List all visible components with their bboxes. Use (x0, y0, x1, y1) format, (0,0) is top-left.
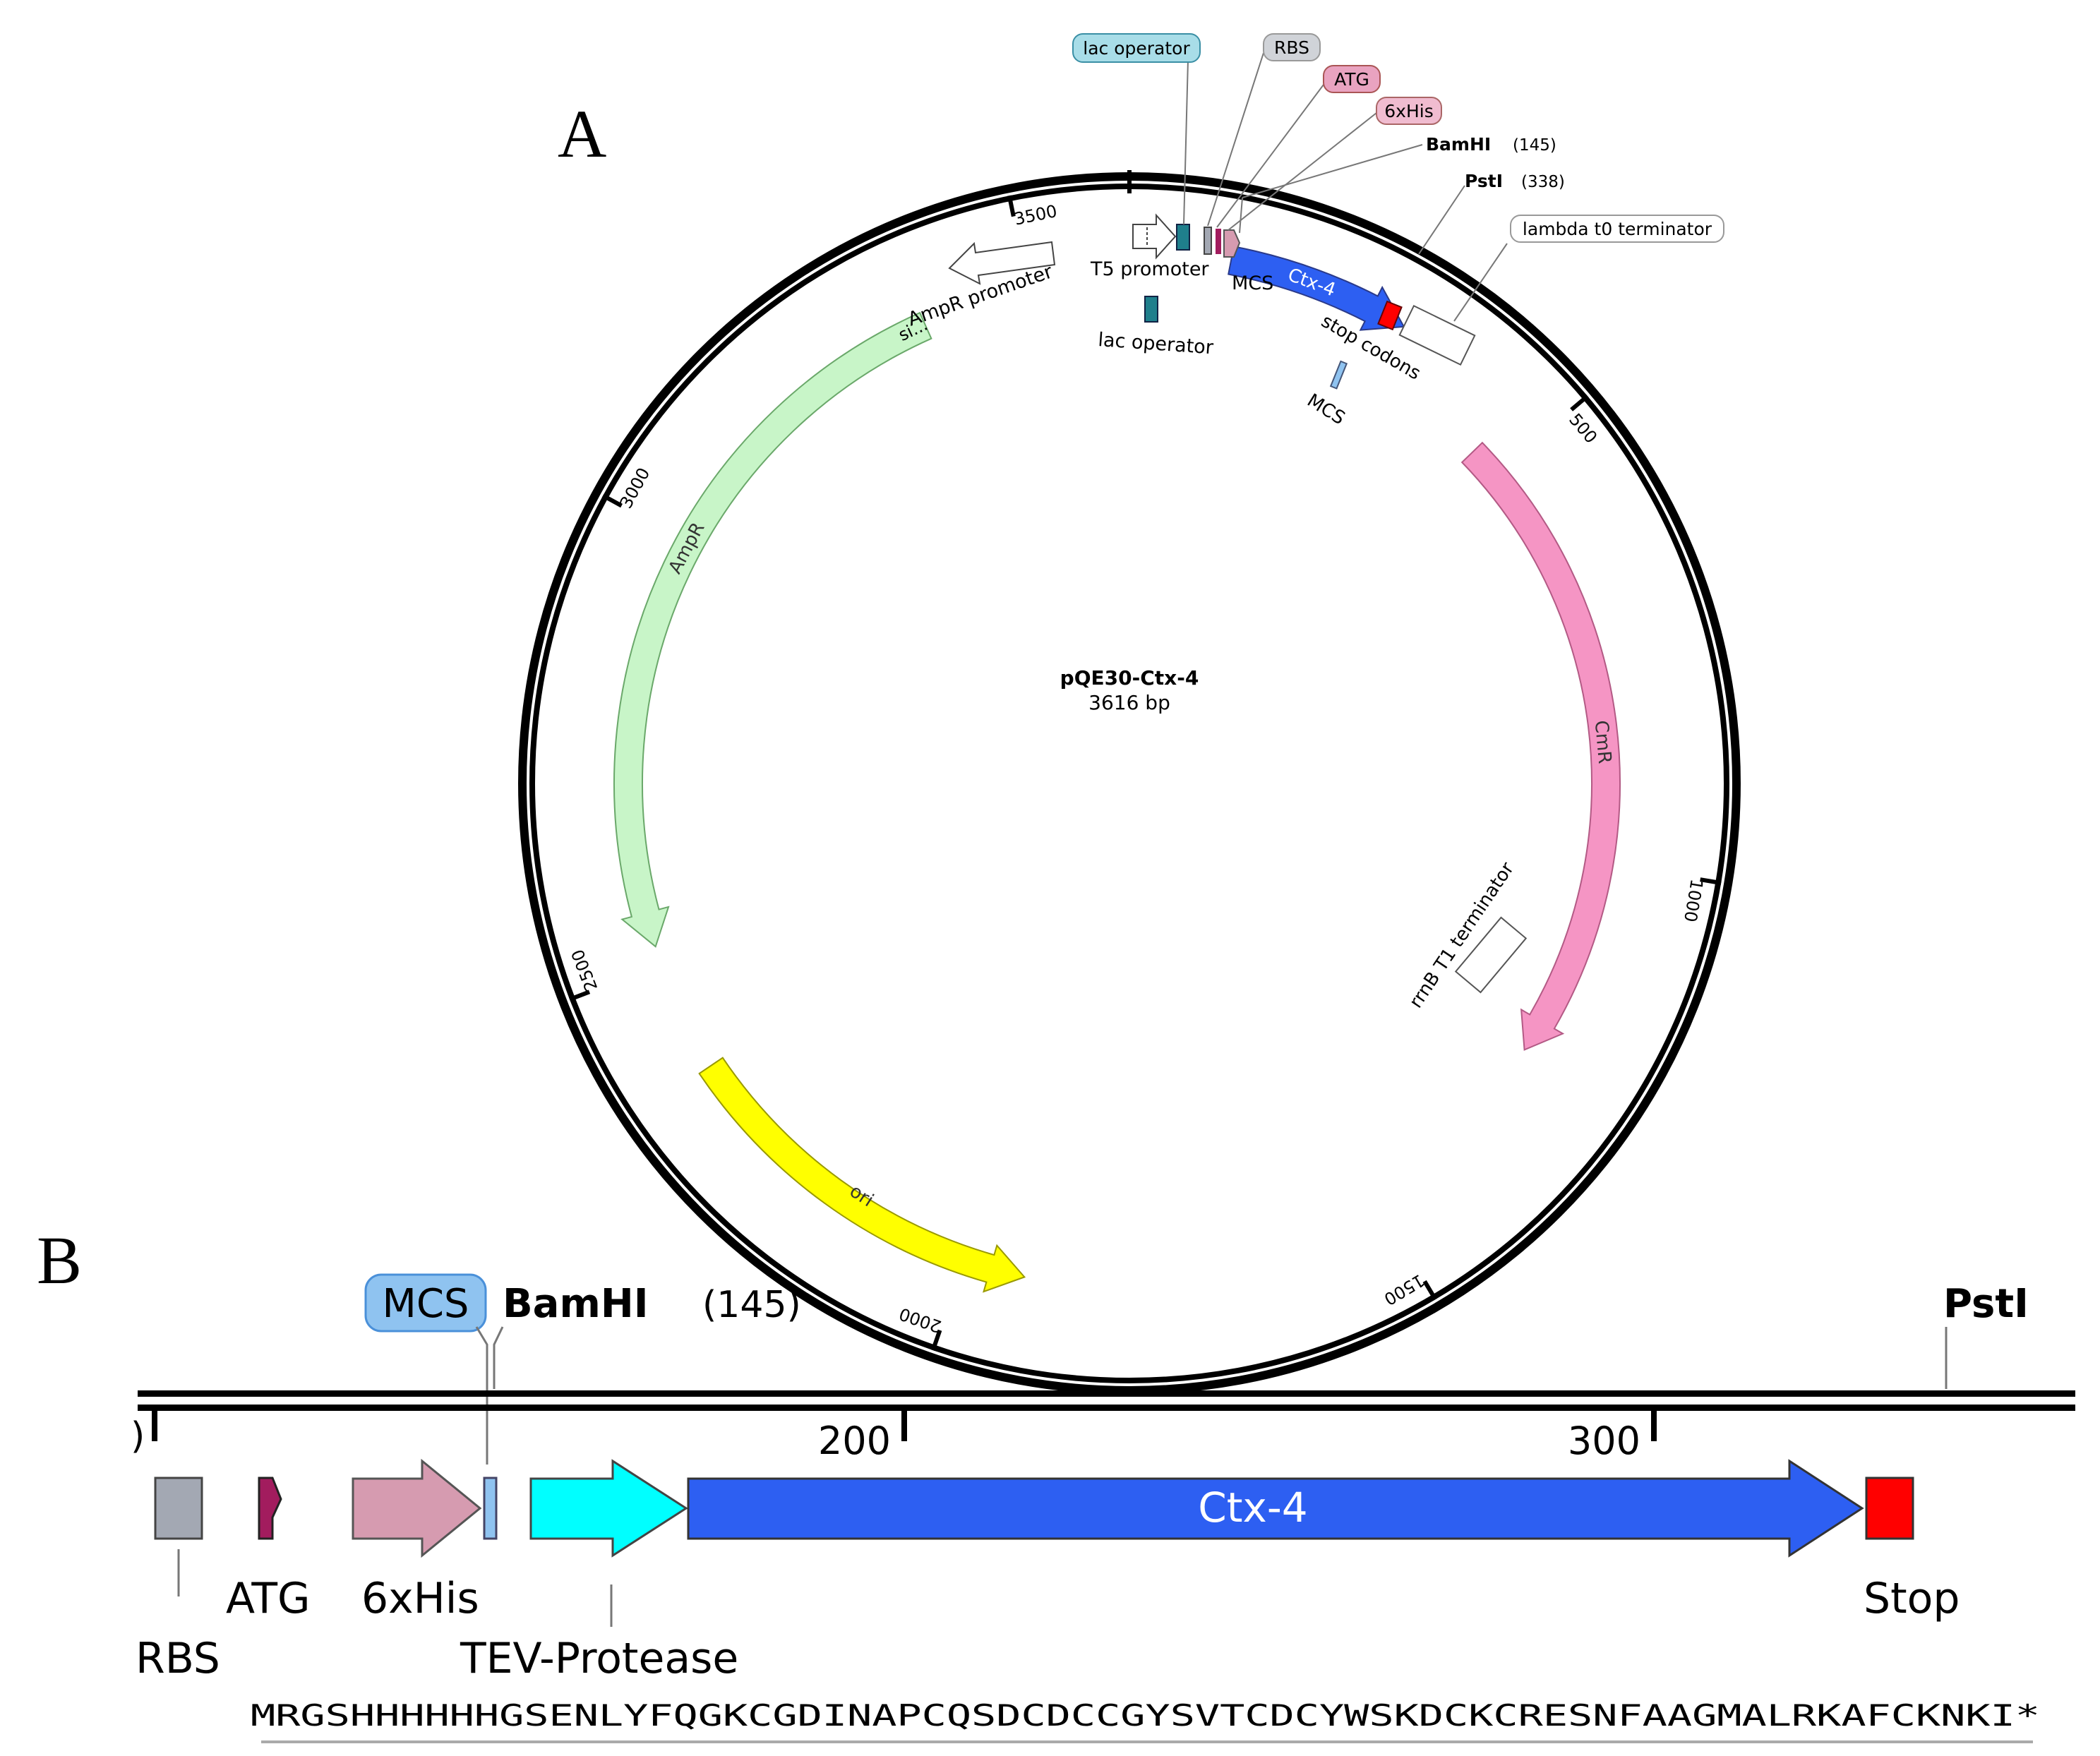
mcs-lower-label: MCS (1303, 390, 1348, 429)
panel-a-label: A (558, 96, 606, 172)
ori-arc (698, 1057, 1026, 1293)
tick-mark-1500 (1422, 1280, 1438, 1301)
tick-mark-3000 (601, 493, 623, 508)
rbs-callout: RBS (1274, 37, 1309, 58)
t5-promoter-label: T5 promoter (1090, 258, 1209, 280)
cmr-arc (1460, 441, 1621, 1051)
backbone-outer (518, 172, 1741, 1395)
his-callout-box (1376, 97, 1442, 125)
tick-mark-2500 (568, 990, 591, 1002)
tick-mark-2000 (930, 1329, 942, 1352)
atg-feature (1216, 229, 1221, 254)
rbs-feature (1204, 227, 1212, 255)
mcs-lower-feature (1329, 360, 1348, 390)
ampr-promoter-feature (948, 241, 1056, 285)
callout-lines (1183, 52, 1508, 322)
bamhi-label: BamHI (503, 1281, 649, 1327)
atg-label: ATG (226, 1574, 311, 1623)
rbs-callout-box (1263, 33, 1321, 61)
mcs-box (483, 1477, 498, 1540)
tick-label-2500: 2500 (568, 946, 601, 994)
ctx4-arc (1228, 246, 1405, 331)
mcs-badge-label: MCS (383, 1281, 469, 1327)
psti-pos: (338) (1521, 173, 1565, 191)
ctx4-arrow (687, 1459, 1864, 1558)
ampr-arc (613, 311, 932, 948)
bamhi-position: (145) (702, 1284, 801, 1326)
tick-mark-1000 (1700, 877, 1722, 886)
stop-box (1865, 1477, 1914, 1540)
lambda-callout-box (1510, 215, 1724, 243)
his-feature (1223, 229, 1241, 258)
cmr-arc-label: CmR (1590, 719, 1615, 764)
mcs-top-label: MCS (1232, 272, 1273, 294)
tick-left-label: ) (131, 1415, 145, 1457)
rbs-label: RBS (136, 1634, 220, 1683)
psti-callout: PstI (1465, 171, 1503, 191)
mcs-badge (364, 1273, 487, 1333)
tick-200-label: 200 (818, 1419, 891, 1463)
bamhi-callout: BamHI (1426, 134, 1491, 155)
tick-label-500: 500 (1565, 410, 1601, 447)
tev-label: TEV-Protease (460, 1634, 738, 1683)
feature-arcs: Ctx-4CmRoriAmpRsi... (613, 246, 1621, 1293)
atg-callout-box (1323, 65, 1381, 93)
protein-sequence: MRGSHHHHHHGSENLYFQGKCGDINAPCQSDCDCCGYSVT… (251, 1698, 2040, 1733)
tev-arrow (529, 1459, 688, 1558)
lambda-callout: lambda t0 terminator (1523, 219, 1712, 239)
ctx4-label: Ctx-4 (1198, 1484, 1307, 1532)
tick-label-2000: 2000 (896, 1304, 944, 1336)
lambda-terminator-feature (1398, 304, 1476, 366)
stop-label: Stop (1864, 1574, 1960, 1623)
tick-label-1000: 1000 (1680, 878, 1707, 924)
backbone-line-bottom (138, 1405, 2075, 1411)
t5-promoter-feature (1132, 213, 1177, 260)
rrnb-terminator-feature (1454, 916, 1528, 994)
atg-arrow (258, 1477, 282, 1540)
tick-300-label: 300 (1568, 1419, 1640, 1463)
plasmid-name: pQE30-Ctx-4 (1060, 666, 1199, 690)
his-label: 6xHis (361, 1574, 479, 1623)
bamhi-pos: (145) (1513, 136, 1556, 155)
lac-operator-callout-box (1072, 33, 1201, 63)
atg-callout: ATG (1334, 69, 1369, 90)
his-arrow (352, 1458, 482, 1558)
lac-operator-feature (1176, 224, 1190, 251)
his-callout: 6xHis (1384, 101, 1433, 121)
linear-map: MCS BamHI (145) PstI ) 200 300 Ctx-4 RBS… (131, 1273, 2075, 1743)
lac-operator-callout: lac operator (1083, 38, 1190, 59)
tick-label-3500: 3500 (1012, 201, 1058, 229)
tick-mark-500 (1570, 394, 1589, 411)
plasmid-size: 3616 bp (1088, 691, 1170, 714)
tick-mark-3500 (1007, 195, 1016, 217)
backbone-line-top (138, 1390, 2075, 1397)
lac-operator-feature-2 (1144, 296, 1158, 323)
stop-codons-feature (1377, 300, 1403, 331)
psti-label: PstI (1943, 1281, 2029, 1327)
backbone-inner (529, 184, 1729, 1383)
rbs-box (154, 1477, 203, 1540)
panel-b-label: B (37, 1222, 82, 1298)
lac-operator-inner-label: lac operator (1098, 329, 1215, 359)
